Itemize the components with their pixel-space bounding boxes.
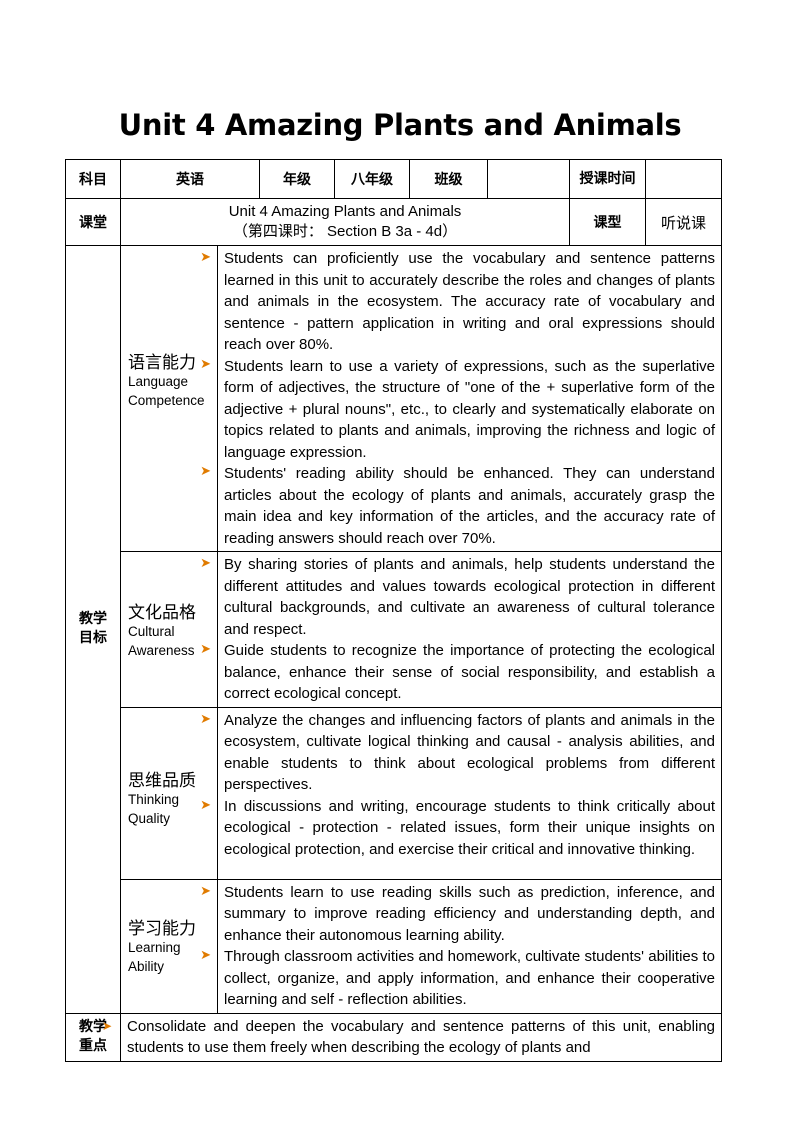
objectives-label-text: 教学目标 <box>79 611 107 647</box>
objective-en: Learning Ability <box>128 939 181 974</box>
objective-row: ➤ ➤ 思维品质 Thinking Quality Analyze the ch… <box>66 706 722 880</box>
objective-en: Cultural Awareness <box>128 624 195 658</box>
objective-zh: 文化品格 <box>128 603 196 623</box>
objective-category: ➤ ➤ 思维品质 Thinking Quality <box>120 706 218 880</box>
objective-zh: 语言能力 <box>128 353 196 373</box>
class-value <box>487 159 570 199</box>
subject-label: 科目 <box>65 159 121 199</box>
arrow-bullet-icon: ➤ <box>200 882 211 898</box>
objective-items: Students learn to use reading skills suc… <box>217 878 722 1014</box>
arrow-bullet-icon: ➤ <box>200 356 211 371</box>
lesson-plan-table: 科目 英语 年级 八年级 班级 授课时间 课堂 Unit 4 Amazing P… <box>65 159 722 1062</box>
class-label: 班级 <box>409 159 488 199</box>
objective-item: Students can proficiently use the vocabu… <box>224 250 715 353</box>
objective-zh: 学习能力 <box>128 918 196 939</box>
arrow-bullet-icon: ➤ <box>200 463 211 478</box>
objective-item: Guide students to recognize the importan… <box>224 642 715 702</box>
key-points-label-text: 教学重点 <box>79 1019 107 1054</box>
objective-zh: 思维品质 <box>128 770 196 791</box>
objective-item: Through classroom activities and homewor… <box>224 948 715 1008</box>
arrow-bullet-icon: ➤ <box>200 796 211 812</box>
objective-item: By sharing stories of plants and animals… <box>224 556 715 638</box>
lesson-section: （第四课时： Section B 3a - 4d） <box>232 223 458 240</box>
grade-value: 八年级 <box>334 159 410 199</box>
lesson-type-value: 听说课 <box>645 198 722 246</box>
time-value <box>645 159 722 199</box>
page-title: Unit 4 Amazing Plants and Animals <box>118 108 682 142</box>
objective-items: Students can proficiently use the vocabu… <box>217 245 722 552</box>
objective-category: ➤ ➤ 学习能力 Learning Ability <box>120 878 218 1014</box>
objective-row: 教学目标 ➤ ➤ ➤ 语言能力 Language Competence Stud… <box>65 245 722 1014</box>
arrow-bullet-icon: ➤ <box>200 249 211 264</box>
objective-item: Students' reading ability should be enha… <box>224 465 715 547</box>
objective-row: ➤ ➤ 文化品格 Cultural Awareness By sharing s… <box>66 551 722 708</box>
objective-row: ➤ ➤ 学习能力 Learning Ability Students learn… <box>66 878 722 1014</box>
lesson-title: Unit 4 Amazing Plants and Animals <box>228 203 462 220</box>
lesson-type-label: 课型 <box>569 198 646 246</box>
lesson-label: 课堂 <box>65 198 121 246</box>
objective-item: Students learn to use reading skills suc… <box>224 883 715 944</box>
subject-value: 英语 <box>120 159 260 199</box>
time-label: 授课时间 <box>569 159 646 199</box>
objective-item: Analyze the changes and influencing fact… <box>224 711 715 794</box>
objective-category: ➤ ➤ ➤ 语言能力 Language Competence <box>120 245 218 552</box>
key-points-text: Consolidate and deepen the vocabulary an… <box>120 1012 722 1062</box>
lesson-title-cell: Unit 4 Amazing Plants and Animals （第四课时：… <box>120 198 570 246</box>
arrow-bullet-icon: ➤ <box>101 1018 112 1033</box>
key-points-row: 教学重点 ➤ Consolidate and deepen the vocabu… <box>65 1012 722 1062</box>
objective-en: Language Competence <box>128 374 205 408</box>
objective-category: ➤ ➤ 文化品格 Cultural Awareness <box>120 551 218 708</box>
header-row: 科目 英语 年级 八年级 班级 授课时间 <box>65 159 722 199</box>
objective-item: Students learn to use a variety of expre… <box>224 357 715 461</box>
arrow-bullet-icon: ➤ <box>200 555 211 570</box>
objectives-label: 教学目标 <box>65 245 121 1014</box>
grade-label: 年级 <box>259 159 335 199</box>
arrow-bullet-icon: ➤ <box>200 710 211 726</box>
objective-items: Analyze the changes and influencing fact… <box>217 706 722 880</box>
objective-item: In discussions and writing, encourage st… <box>224 797 715 858</box>
arrow-bullet-icon: ➤ <box>200 641 211 656</box>
key-points-label: 教学重点 ➤ <box>65 1012 121 1062</box>
objective-items: By sharing stories of plants and animals… <box>217 551 722 708</box>
arrow-bullet-icon: ➤ <box>200 946 211 962</box>
lesson-row: 课堂 Unit 4 Amazing Plants and Animals （第四… <box>65 198 722 246</box>
objective-en: Thinking Quality <box>128 791 180 826</box>
